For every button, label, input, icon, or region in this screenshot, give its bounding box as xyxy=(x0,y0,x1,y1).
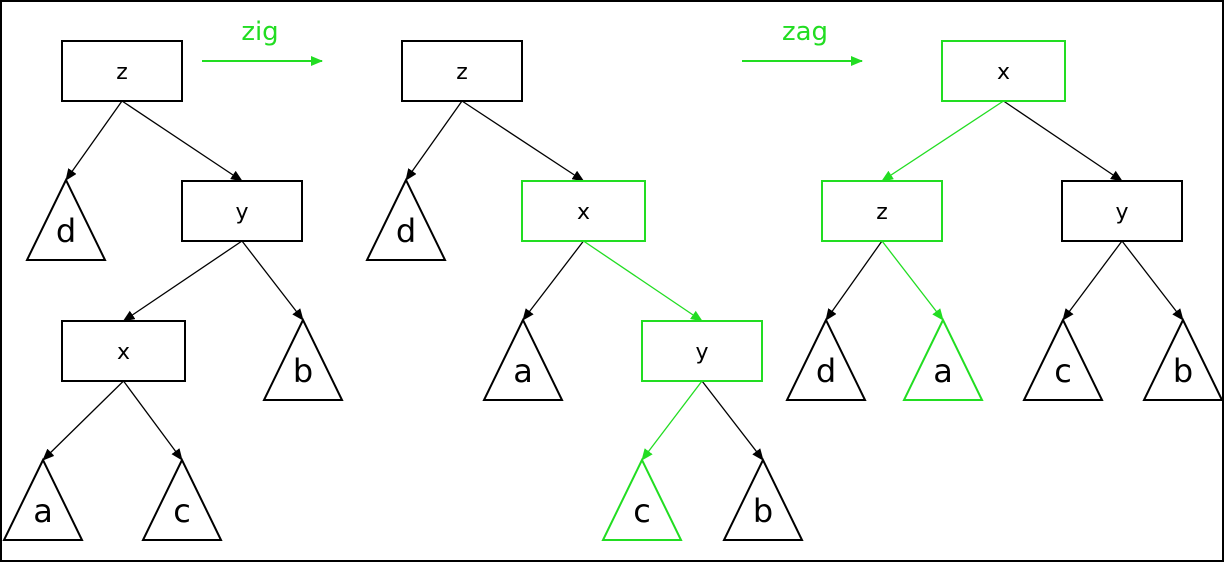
subtree-triangle xyxy=(365,177,447,261)
subtree-triangle xyxy=(1142,317,1224,401)
node-x: x xyxy=(941,40,1066,102)
label-b: b xyxy=(753,492,773,530)
node-box xyxy=(1061,180,1183,242)
label-a: a xyxy=(33,492,53,530)
label-d: d xyxy=(816,352,836,390)
edge-z-d xyxy=(405,100,463,181)
tree-initial: z d y x b a c xyxy=(2,40,344,541)
node-box xyxy=(641,320,763,382)
label-d: d xyxy=(396,212,416,250)
subtree-triangle xyxy=(141,457,223,541)
subtree-triangle xyxy=(262,317,344,401)
subtree-d: d xyxy=(785,317,867,401)
edge-z-d xyxy=(65,100,123,181)
subtree-b: b xyxy=(722,457,804,541)
node-box xyxy=(401,40,523,102)
node-box xyxy=(521,180,646,242)
label-y: y xyxy=(235,200,248,225)
subtree-triangle xyxy=(902,317,984,401)
subtree-triangle xyxy=(1022,317,1104,401)
zig-label: zig xyxy=(241,17,278,47)
node-y: y xyxy=(181,180,303,242)
node-z: z xyxy=(821,180,943,242)
edge-x-a xyxy=(522,240,585,321)
node-z: z xyxy=(401,40,523,102)
edge-x-a xyxy=(42,380,124,461)
edge-z-a xyxy=(881,240,944,321)
subtree-triangle xyxy=(482,317,564,401)
subtree-triangle xyxy=(25,177,107,261)
subtree-triangle xyxy=(722,457,804,541)
edge-y-b xyxy=(701,380,764,461)
node-box xyxy=(941,40,1066,102)
edge-y-b xyxy=(1121,240,1184,321)
label-b: b xyxy=(293,352,313,390)
edge-y-c xyxy=(641,380,703,461)
subtree-b: b xyxy=(262,317,344,401)
subtree-triangle xyxy=(601,457,683,541)
subtree-a: a xyxy=(2,457,84,541)
edge-z-x xyxy=(461,100,585,182)
subtree-c: c xyxy=(141,457,223,541)
subtree-a: a xyxy=(482,317,564,401)
subtree-d: d xyxy=(25,177,107,261)
node-y: y xyxy=(1061,180,1183,242)
node-x: x xyxy=(521,180,646,242)
label-z: z xyxy=(116,60,128,85)
edge-z-d xyxy=(825,240,883,321)
edge-z-y xyxy=(121,100,243,182)
node-box xyxy=(181,180,303,242)
label-z: z xyxy=(456,60,468,85)
zag-operation: zag xyxy=(742,17,863,66)
edge-y-c xyxy=(1062,240,1123,321)
subtree-d: d xyxy=(365,177,447,261)
node-box xyxy=(61,320,186,382)
label-z: z xyxy=(876,200,888,225)
label-y: y xyxy=(695,340,708,365)
node-x: x xyxy=(61,320,186,382)
label-y: y xyxy=(1115,200,1128,225)
node-z: z xyxy=(61,40,183,102)
edge-x-y xyxy=(583,240,703,322)
subtree-c: c xyxy=(601,457,683,541)
node-box xyxy=(61,40,183,102)
subtree-triangle xyxy=(785,317,867,401)
edge-x-z xyxy=(881,100,1004,182)
edge-y-b xyxy=(241,240,304,321)
tree-after-zag: x z y d a c b xyxy=(785,40,1224,401)
node-y: y xyxy=(641,320,763,382)
subtree-c: c xyxy=(1022,317,1104,401)
label-x: x xyxy=(577,200,590,225)
node-box xyxy=(821,180,943,242)
edge-x-y xyxy=(1003,100,1123,182)
edge-y-x xyxy=(122,240,243,322)
subtree-b: b xyxy=(1142,317,1224,401)
zig-operation: zig xyxy=(202,17,323,66)
label-a: a xyxy=(513,352,533,390)
subtree-triangle xyxy=(2,457,84,541)
label-b: b xyxy=(1173,352,1193,390)
label-c: c xyxy=(1054,352,1072,390)
label-c: c xyxy=(173,492,191,530)
label-x: x xyxy=(117,340,130,365)
label-a: a xyxy=(933,352,953,390)
edge-x-c xyxy=(122,380,183,461)
subtree-a: a xyxy=(902,317,984,401)
zag-label: zag xyxy=(782,17,828,47)
label-d: d xyxy=(56,212,76,250)
label-x: x xyxy=(997,60,1010,85)
label-c: c xyxy=(633,492,651,530)
tree-after-zig: z d x a y c b xyxy=(365,40,804,541)
